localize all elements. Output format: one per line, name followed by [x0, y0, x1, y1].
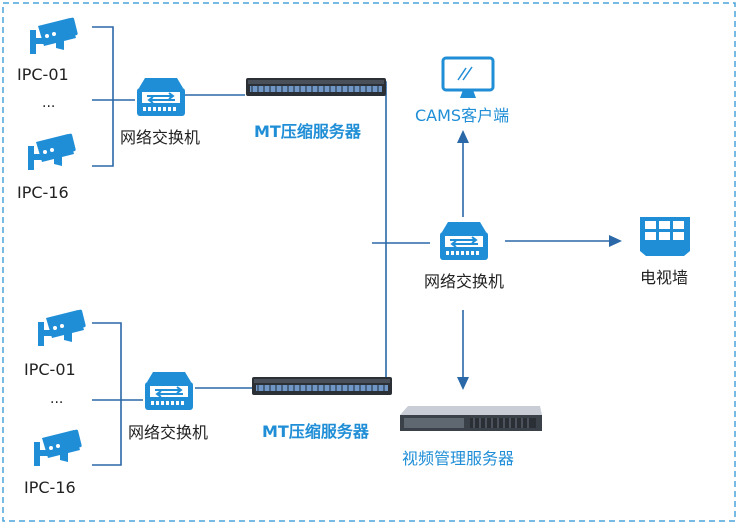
network-switch-icon — [136, 77, 186, 117]
monitor-icon — [441, 56, 495, 98]
camera-label: IPC-16 — [24, 478, 76, 497]
arrow-to-vms — [457, 377, 469, 390]
bus-connectors — [372, 81, 610, 391]
camera-label: IPC-01 — [17, 65, 69, 84]
video-wall-icon — [640, 217, 690, 256]
vms-label: 视频管理服务器 — [402, 449, 515, 468]
network-switch-icon — [439, 221, 489, 261]
rack-server-icon — [245, 77, 387, 97]
network-switch-icon — [144, 371, 194, 411]
client-label: CAMS客户端 — [415, 106, 510, 125]
rack-server-icon — [251, 376, 393, 396]
dashed-border — [2, 2, 736, 522]
group1-connectors — [92, 26, 245, 167]
camera-icon — [28, 133, 77, 170]
switch-label: 网络交换机 — [120, 128, 201, 147]
server-label: MT压缩服务器 — [254, 122, 361, 141]
group2-connectors — [92, 322, 253, 466]
camera-label: IPC-16 — [17, 183, 69, 202]
vms-server-icon — [400, 406, 542, 431]
ellipsis-label: ... — [42, 95, 56, 111]
camera-label: IPC-01 — [24, 360, 76, 379]
server-label: MT压缩服务器 — [262, 422, 369, 441]
video-wall-label: 电视墙 — [640, 268, 689, 287]
switch-label: 网络交换机 — [128, 423, 209, 442]
camera-icon — [30, 17, 79, 54]
camera-icon — [34, 429, 83, 466]
ellipsis-label: ... — [50, 391, 64, 407]
arrow-to-client — [457, 130, 469, 143]
arrowheads — [457, 130, 622, 390]
center-switch-label: 网络交换机 — [424, 272, 505, 291]
arrow-to-wall — [609, 235, 622, 247]
camera-icon — [38, 309, 87, 346]
